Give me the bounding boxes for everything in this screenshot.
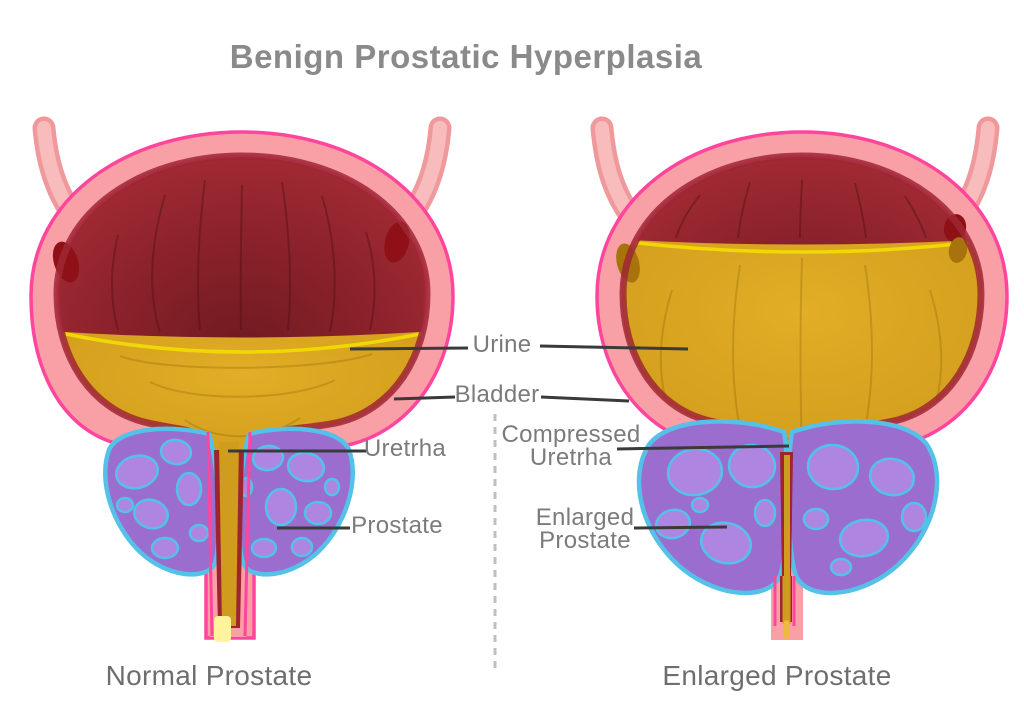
urine-surface-line bbox=[64, 332, 422, 354]
normal-bladder-illustration bbox=[29, 116, 455, 642]
bladder-wall-texture bbox=[111, 179, 376, 333]
label-line: Compressed bbox=[501, 421, 641, 448]
compressed-urethra-leader bbox=[616, 444, 790, 451]
label-enlarged-prostate: Enlarged Prostate bbox=[510, 504, 660, 554]
prostate-nodules bbox=[654, 443, 928, 577]
label-urine: Urine bbox=[472, 331, 532, 358]
compressed-urethra bbox=[773, 452, 796, 639]
enlarged-bladder-illustration bbox=[590, 116, 1009, 640]
page-title: Benign Prostatic Hyperplasia bbox=[229, 38, 703, 76]
normal-prostate bbox=[103, 426, 355, 577]
prostate-nodules bbox=[115, 438, 341, 560]
caption-enlarged-prostate: Enlarged Prostate bbox=[662, 660, 892, 691]
urethra-tip bbox=[214, 616, 231, 642]
enlarged-prostate bbox=[636, 419, 940, 596]
urine-leader-right bbox=[539, 344, 689, 351]
label-line: Uretrha bbox=[529, 444, 613, 471]
normal-urethra bbox=[206, 431, 252, 642]
urine-leader-left bbox=[349, 346, 469, 351]
urethra-tip bbox=[783, 620, 790, 639]
ureteral-opening-right bbox=[943, 214, 967, 242]
bladder-leader-left bbox=[393, 395, 456, 401]
urine-surface-line bbox=[626, 240, 978, 254]
label-urethra: Uretrha bbox=[363, 435, 447, 462]
label-line: Prostate bbox=[539, 527, 631, 554]
label-bladder: Bladder bbox=[454, 381, 540, 408]
label-line: Enlarged bbox=[535, 504, 635, 531]
label-compressed-urethra: Compressed Uretrha bbox=[496, 421, 646, 471]
leader-lines bbox=[228, 344, 790, 530]
bladder-leader-right bbox=[540, 395, 630, 403]
label-prostate: Prostate bbox=[351, 512, 443, 539]
ureteral-opening-right bbox=[384, 221, 410, 263]
enlarged-prostate-leader bbox=[633, 525, 728, 530]
bladder-wall-texture bbox=[675, 179, 927, 239]
caption-normal-prostate: Normal Prostate bbox=[105, 660, 313, 691]
